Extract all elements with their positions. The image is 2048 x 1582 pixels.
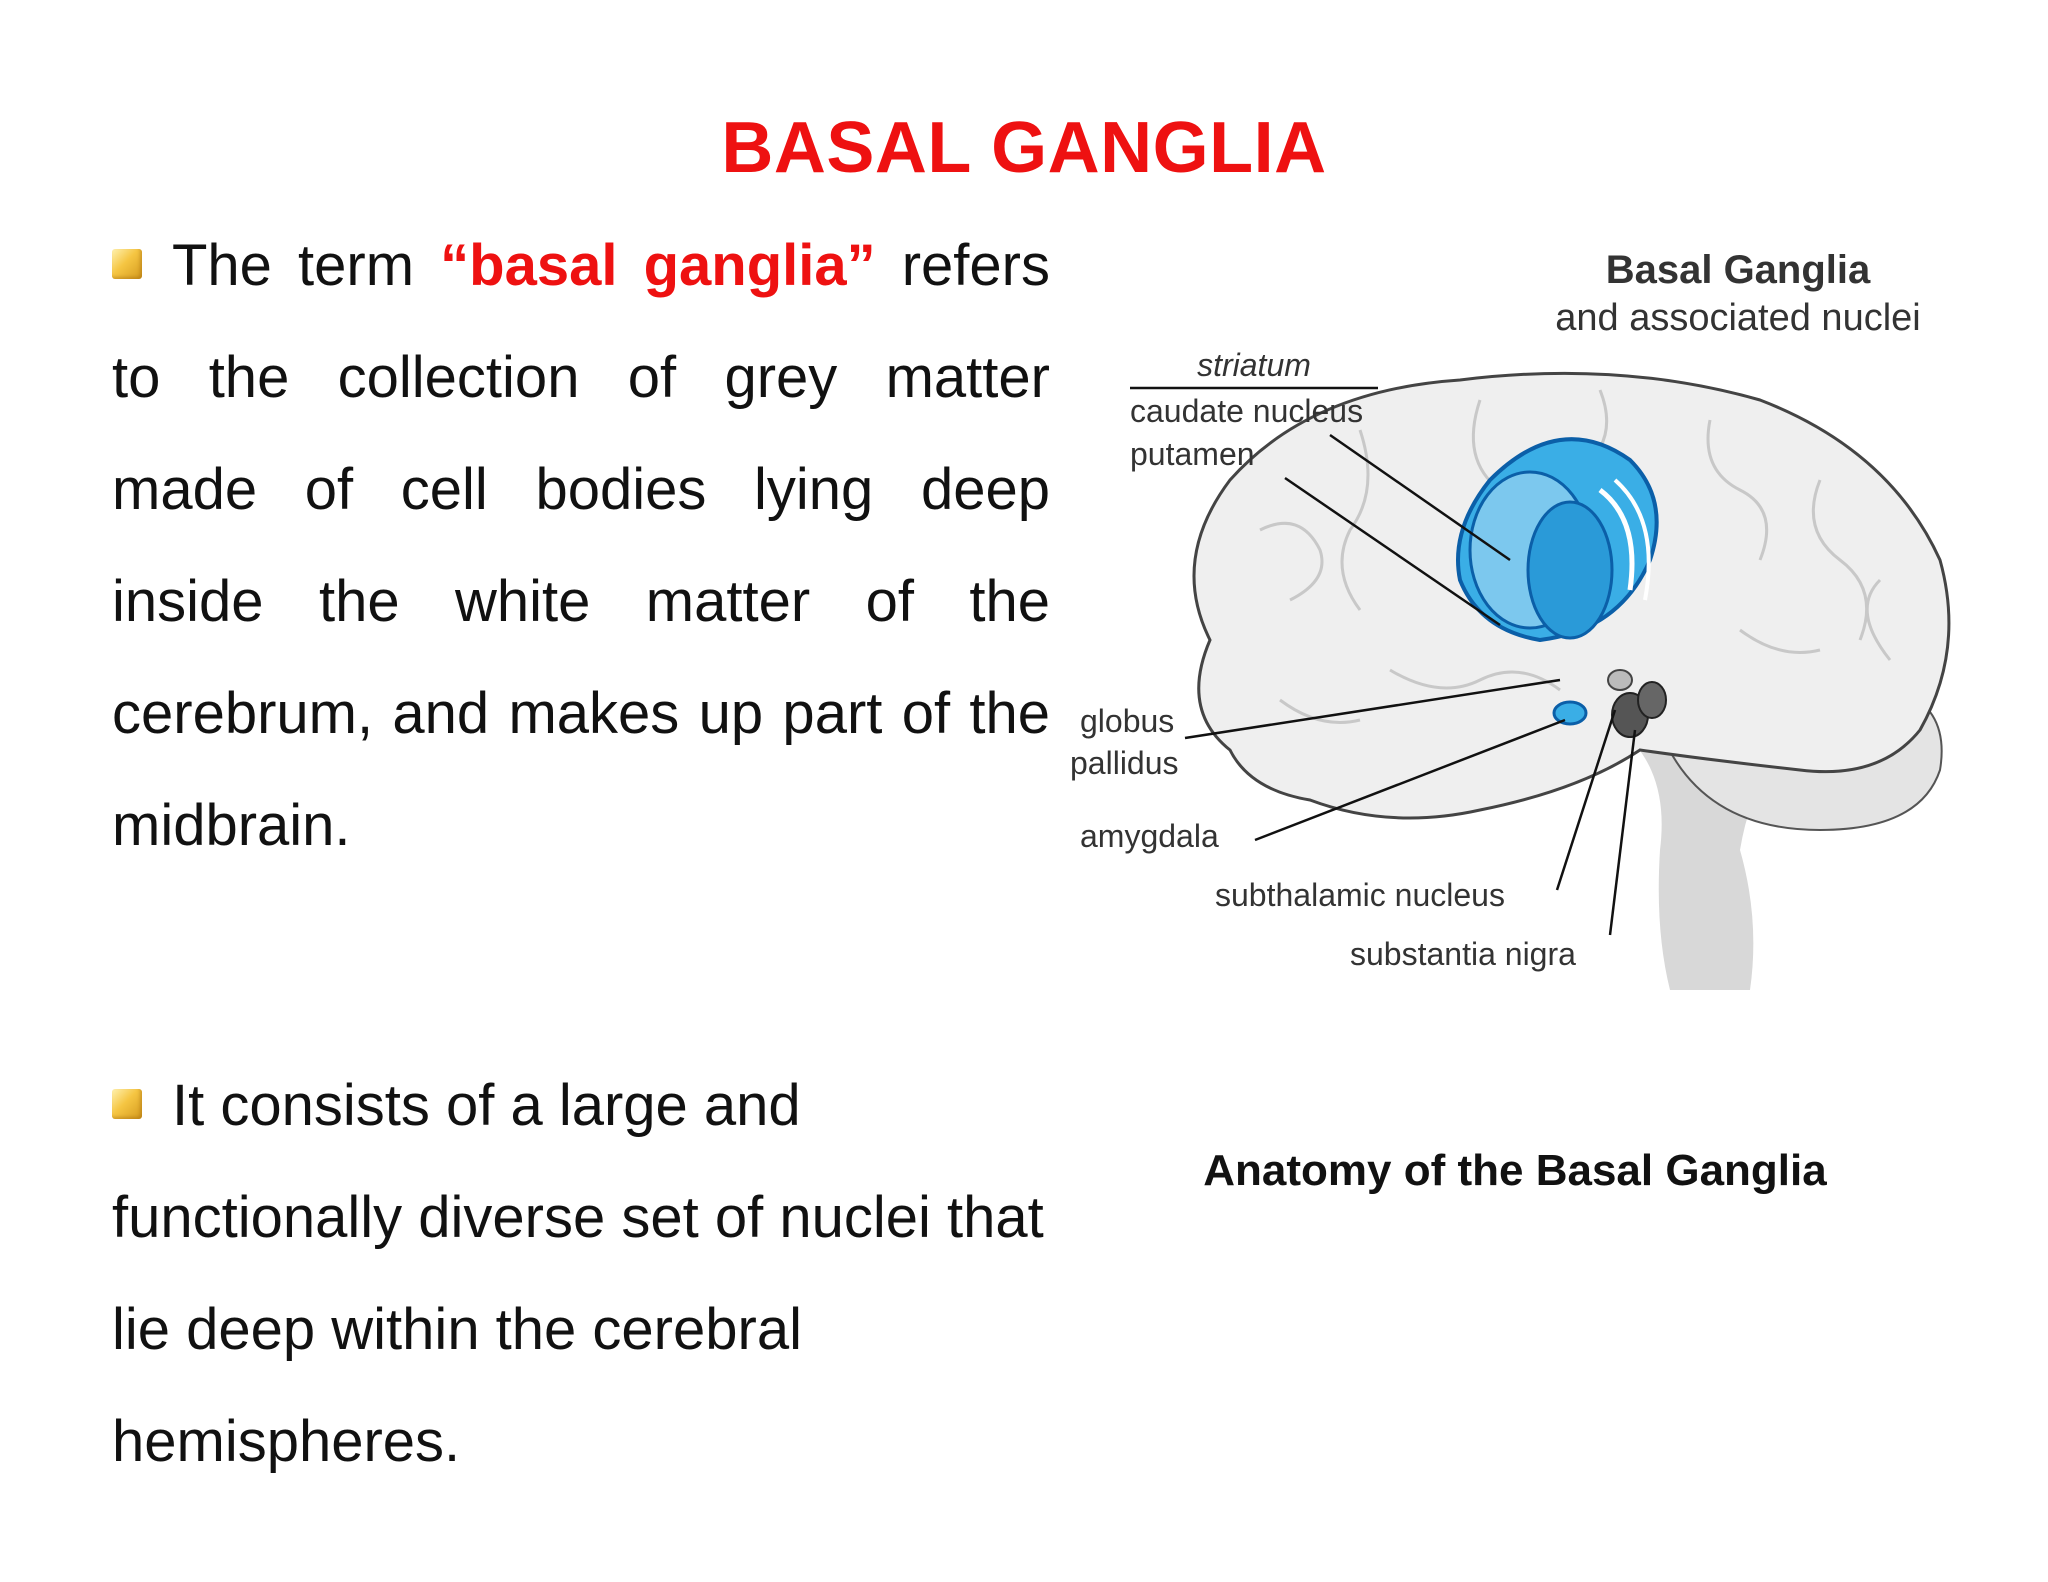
label-putamen: putamen: [1130, 436, 1255, 472]
brain-diagram: Basal Ganglia and associated nuclei stri…: [1070, 248, 1951, 990]
gyri-lines: [1259, 389, 1892, 724]
basal-ganglia-nuclei: [1456, 437, 1667, 738]
label-caudate-nucleus: caudate nucleus: [1130, 393, 1363, 429]
bullet-1-highlight: “basal ganglia”: [440, 233, 876, 298]
label-amygdala: amygdala: [1080, 818, 1219, 854]
label-striatum: striatum: [1197, 347, 1311, 383]
bullet-paragraph-1: The term “basal ganglia” refers to the c…: [112, 210, 1050, 882]
bullet-square-icon: [112, 1089, 142, 1119]
label-globus: globus: [1080, 703, 1174, 739]
figure-caption: Anatomy of the Basal Ganglia: [1203, 1146, 1827, 1195]
basal-ganglia-figure: Basal Ganglia and associated nuclei stri…: [1060, 230, 1970, 1010]
label-substantia-nigra: substantia nigra: [1350, 936, 1576, 972]
bullet-paragraph-2: It consists of a large and functionally …: [112, 1050, 1050, 1498]
bullet-1-lead: The term: [172, 233, 441, 298]
slide-title: BASAL GANGLIA: [721, 108, 1327, 188]
bullet-1-rest: refers to the collection of grey matter …: [112, 233, 1050, 858]
bullet-2-text: It consists of a large and functionally …: [112, 1073, 1044, 1474]
leader-lines: [1130, 386, 1637, 936]
figure-title: Basal Ganglia: [1606, 248, 1871, 292]
figure-subtitle: and associated nuclei: [1555, 297, 1920, 339]
bullet-square-icon: [112, 249, 142, 279]
label-subthalamic-nucleus: subthalamic nucleus: [1215, 877, 1505, 913]
label-pallidus: pallidus: [1070, 745, 1179, 781]
